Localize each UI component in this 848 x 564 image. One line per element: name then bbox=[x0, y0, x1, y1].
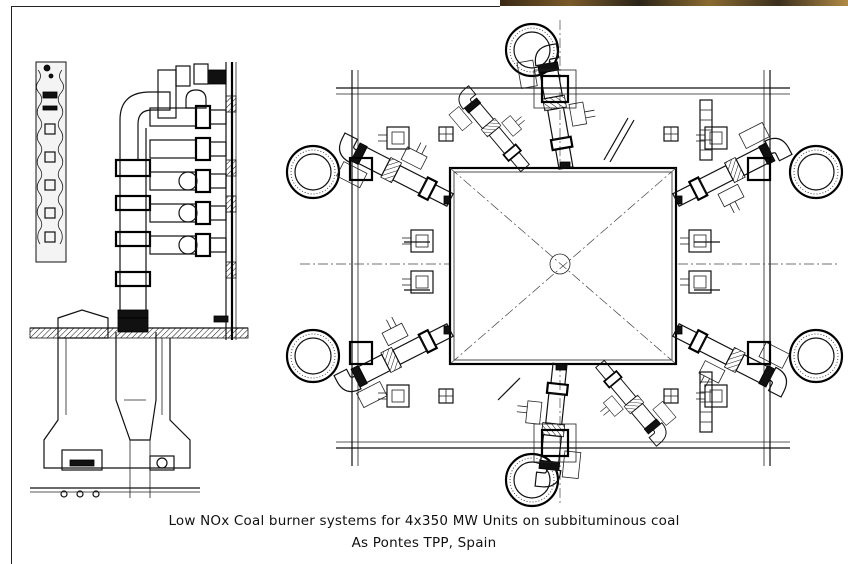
frame-top-border bbox=[11, 6, 500, 7]
caption-subtitle: As Pontes TPP, Spain bbox=[351, 535, 497, 551]
frame-left-border bbox=[11, 6, 12, 564]
elevation-strip bbox=[35, 61, 67, 263]
plan-view bbox=[285, 20, 844, 508]
photo-strip bbox=[500, 0, 848, 6]
side-elevation bbox=[29, 62, 249, 498]
caption-title: Low NOx Coal burner systems for 4x350 MW… bbox=[168, 513, 680, 529]
